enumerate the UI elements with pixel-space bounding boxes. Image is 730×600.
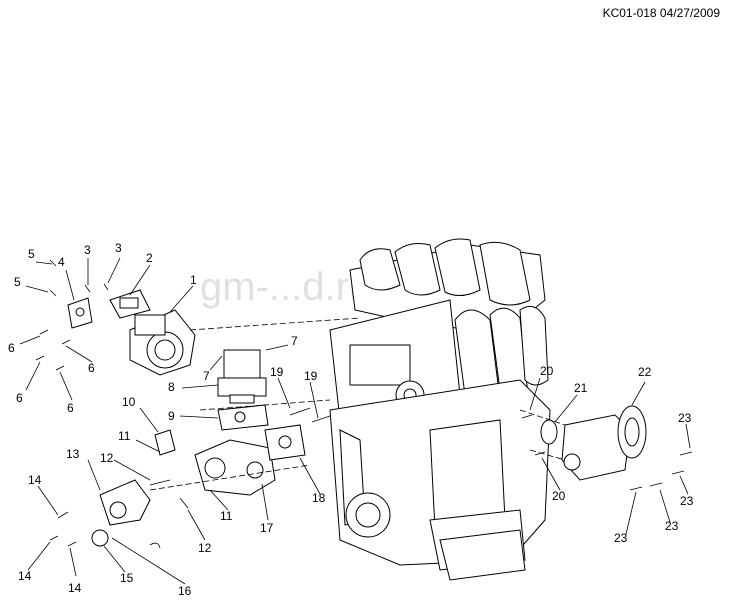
callout-20: 20: [552, 489, 566, 503]
callout-15: 15: [120, 571, 134, 585]
callout-19: 19: [270, 365, 284, 379]
callout-6: 6: [88, 361, 95, 375]
callout-8: 8: [168, 380, 175, 394]
callout-23: 23: [614, 531, 628, 545]
callout-6: 6: [67, 401, 74, 415]
callout-6: 6: [8, 341, 15, 355]
callout-16: 16: [178, 584, 192, 598]
callout-5: 5: [14, 275, 21, 289]
thermostat-part: [91, 529, 109, 547]
o-ring-part: [540, 419, 558, 445]
callout-11: 11: [220, 509, 233, 523]
callout-labels: 5 4 3 3 2 5 1 6 6 7 7 6 6 8 19 19 20 21 …: [8, 241, 694, 598]
sensor-10-part: [154, 429, 176, 456]
egr-adapter-part: [194, 439, 276, 496]
callout-23: 23: [665, 519, 679, 533]
engine-assembly: [329, 238, 551, 581]
egr-valve-part: [217, 349, 267, 404]
callout-22: 22: [638, 365, 652, 379]
throttle-body-part: [129, 309, 196, 376]
callout-12: 12: [100, 451, 114, 465]
callout-4: 4: [58, 255, 65, 269]
callout-23: 23: [680, 494, 694, 508]
callout-7: 7: [203, 369, 210, 383]
callout-18: 18: [312, 491, 326, 505]
callout-11: 11: [118, 429, 131, 443]
callout-3: 3: [84, 243, 91, 257]
callout-23: 23: [678, 411, 692, 425]
bolt-parts: [35, 259, 693, 547]
callout-12: 12: [198, 541, 212, 555]
sensor-part: [109, 289, 151, 319]
callout-13: 13: [66, 447, 80, 461]
callout-14: 14: [68, 581, 82, 595]
callout-10: 10: [122, 395, 136, 409]
callout-17: 17: [260, 521, 274, 535]
callout-20: 20: [540, 364, 554, 378]
callout-19: 19: [304, 369, 318, 383]
water-pump-part: [561, 405, 647, 481]
callout-21: 21: [574, 381, 588, 395]
diagram-code: KC01-018 04/27/2009: [602, 6, 720, 20]
callout-7: 7: [291, 334, 298, 348]
callout-5: 5: [28, 247, 35, 261]
watermark-text: gm-...d.ru: [200, 265, 371, 309]
callout-14: 14: [28, 473, 42, 487]
callout-2: 2: [146, 251, 153, 265]
callout-9: 9: [168, 409, 175, 423]
thermostat-housing-part: [99, 479, 151, 526]
callout-6: 6: [16, 391, 23, 405]
callout-1: 1: [190, 273, 197, 287]
callout-14: 14: [18, 569, 32, 583]
callout-3: 3: [115, 241, 122, 255]
